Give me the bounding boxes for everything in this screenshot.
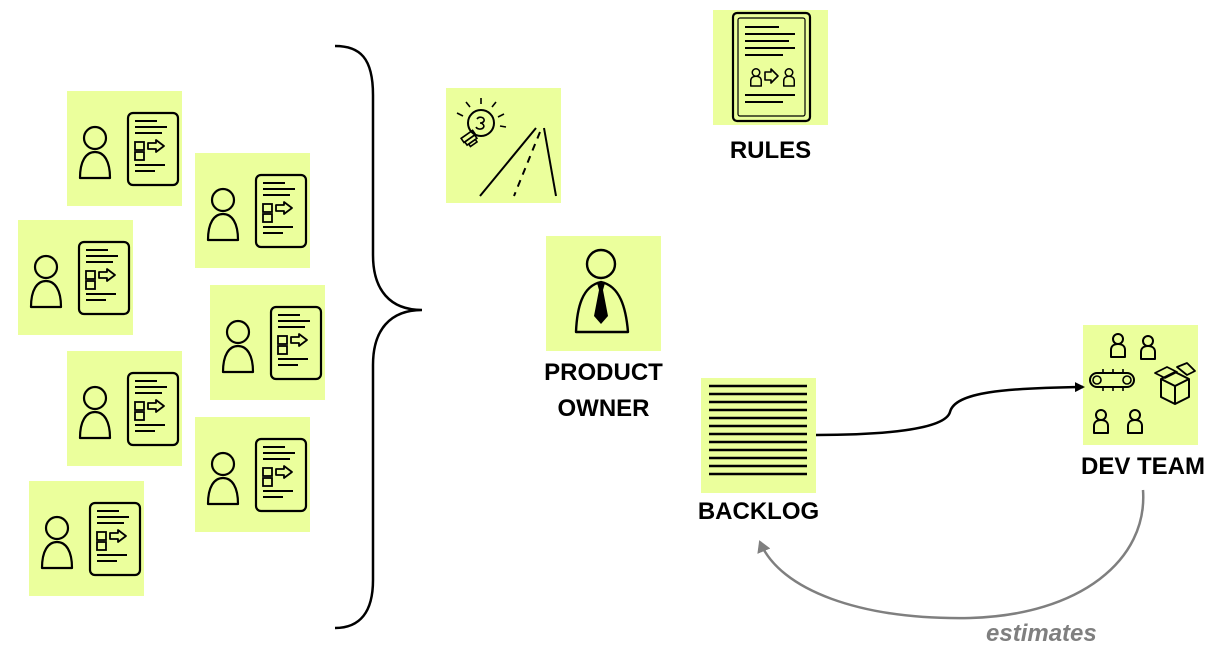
stakeholder-note-icon bbox=[65, 349, 184, 468]
backlog-list-icon bbox=[701, 378, 816, 493]
stakeholder-note-icon bbox=[193, 151, 312, 270]
estimates-feedback-arrow bbox=[757, 489, 1145, 620]
backlog-label: BACKLOG bbox=[697, 498, 820, 525]
rules-label: RULES bbox=[729, 137, 812, 164]
stakeholder-note-icon bbox=[193, 415, 312, 534]
team-conveyor-boxes-icon bbox=[1083, 325, 1198, 445]
lightbulb-road-icon bbox=[446, 88, 561, 203]
rules-document-icon bbox=[713, 10, 828, 125]
backlog-to-team-arrow bbox=[815, 382, 1085, 437]
stakeholder-note-icon bbox=[65, 89, 184, 208]
product-owner-label-line2: OWNER bbox=[557, 395, 650, 422]
product-owner-label-line1: PRODUCT bbox=[544, 359, 663, 386]
stakeholder-note-icon bbox=[16, 218, 135, 337]
stakeholder-note-icon bbox=[208, 283, 327, 402]
dev-team-label: DEV TEAM bbox=[1080, 453, 1205, 480]
person-with-tie-icon bbox=[546, 236, 661, 351]
stakeholder-note-icon bbox=[27, 479, 146, 598]
grouping-brace bbox=[334, 44, 423, 630]
estimates-label: estimates bbox=[986, 620, 1097, 647]
